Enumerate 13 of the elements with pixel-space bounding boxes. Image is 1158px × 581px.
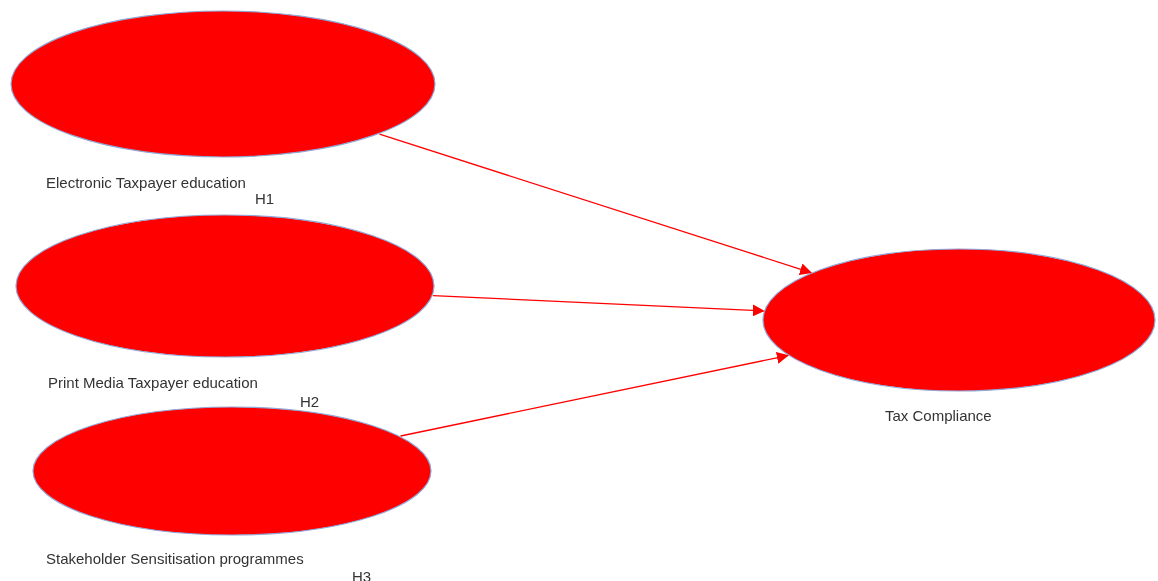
arrow: [432, 295, 765, 317]
node-label: Stakeholder Sensitisation programmes: [46, 549, 304, 569]
ellipse-node: [15, 214, 435, 358]
ellipse-node: [32, 406, 432, 536]
hypothesis-label: H1: [255, 189, 275, 209]
hypothesis-label: H2: [300, 392, 320, 412]
node-label: Print Media Taxpayer education: [48, 373, 258, 393]
arrow: [378, 133, 813, 275]
node-label: Tax Compliance: [885, 406, 992, 426]
arrow: [399, 351, 789, 437]
ellipse-node: [10, 10, 436, 158]
node-label: Electronic Taxpayer education: [46, 173, 246, 193]
ellipse-node: [762, 248, 1156, 392]
